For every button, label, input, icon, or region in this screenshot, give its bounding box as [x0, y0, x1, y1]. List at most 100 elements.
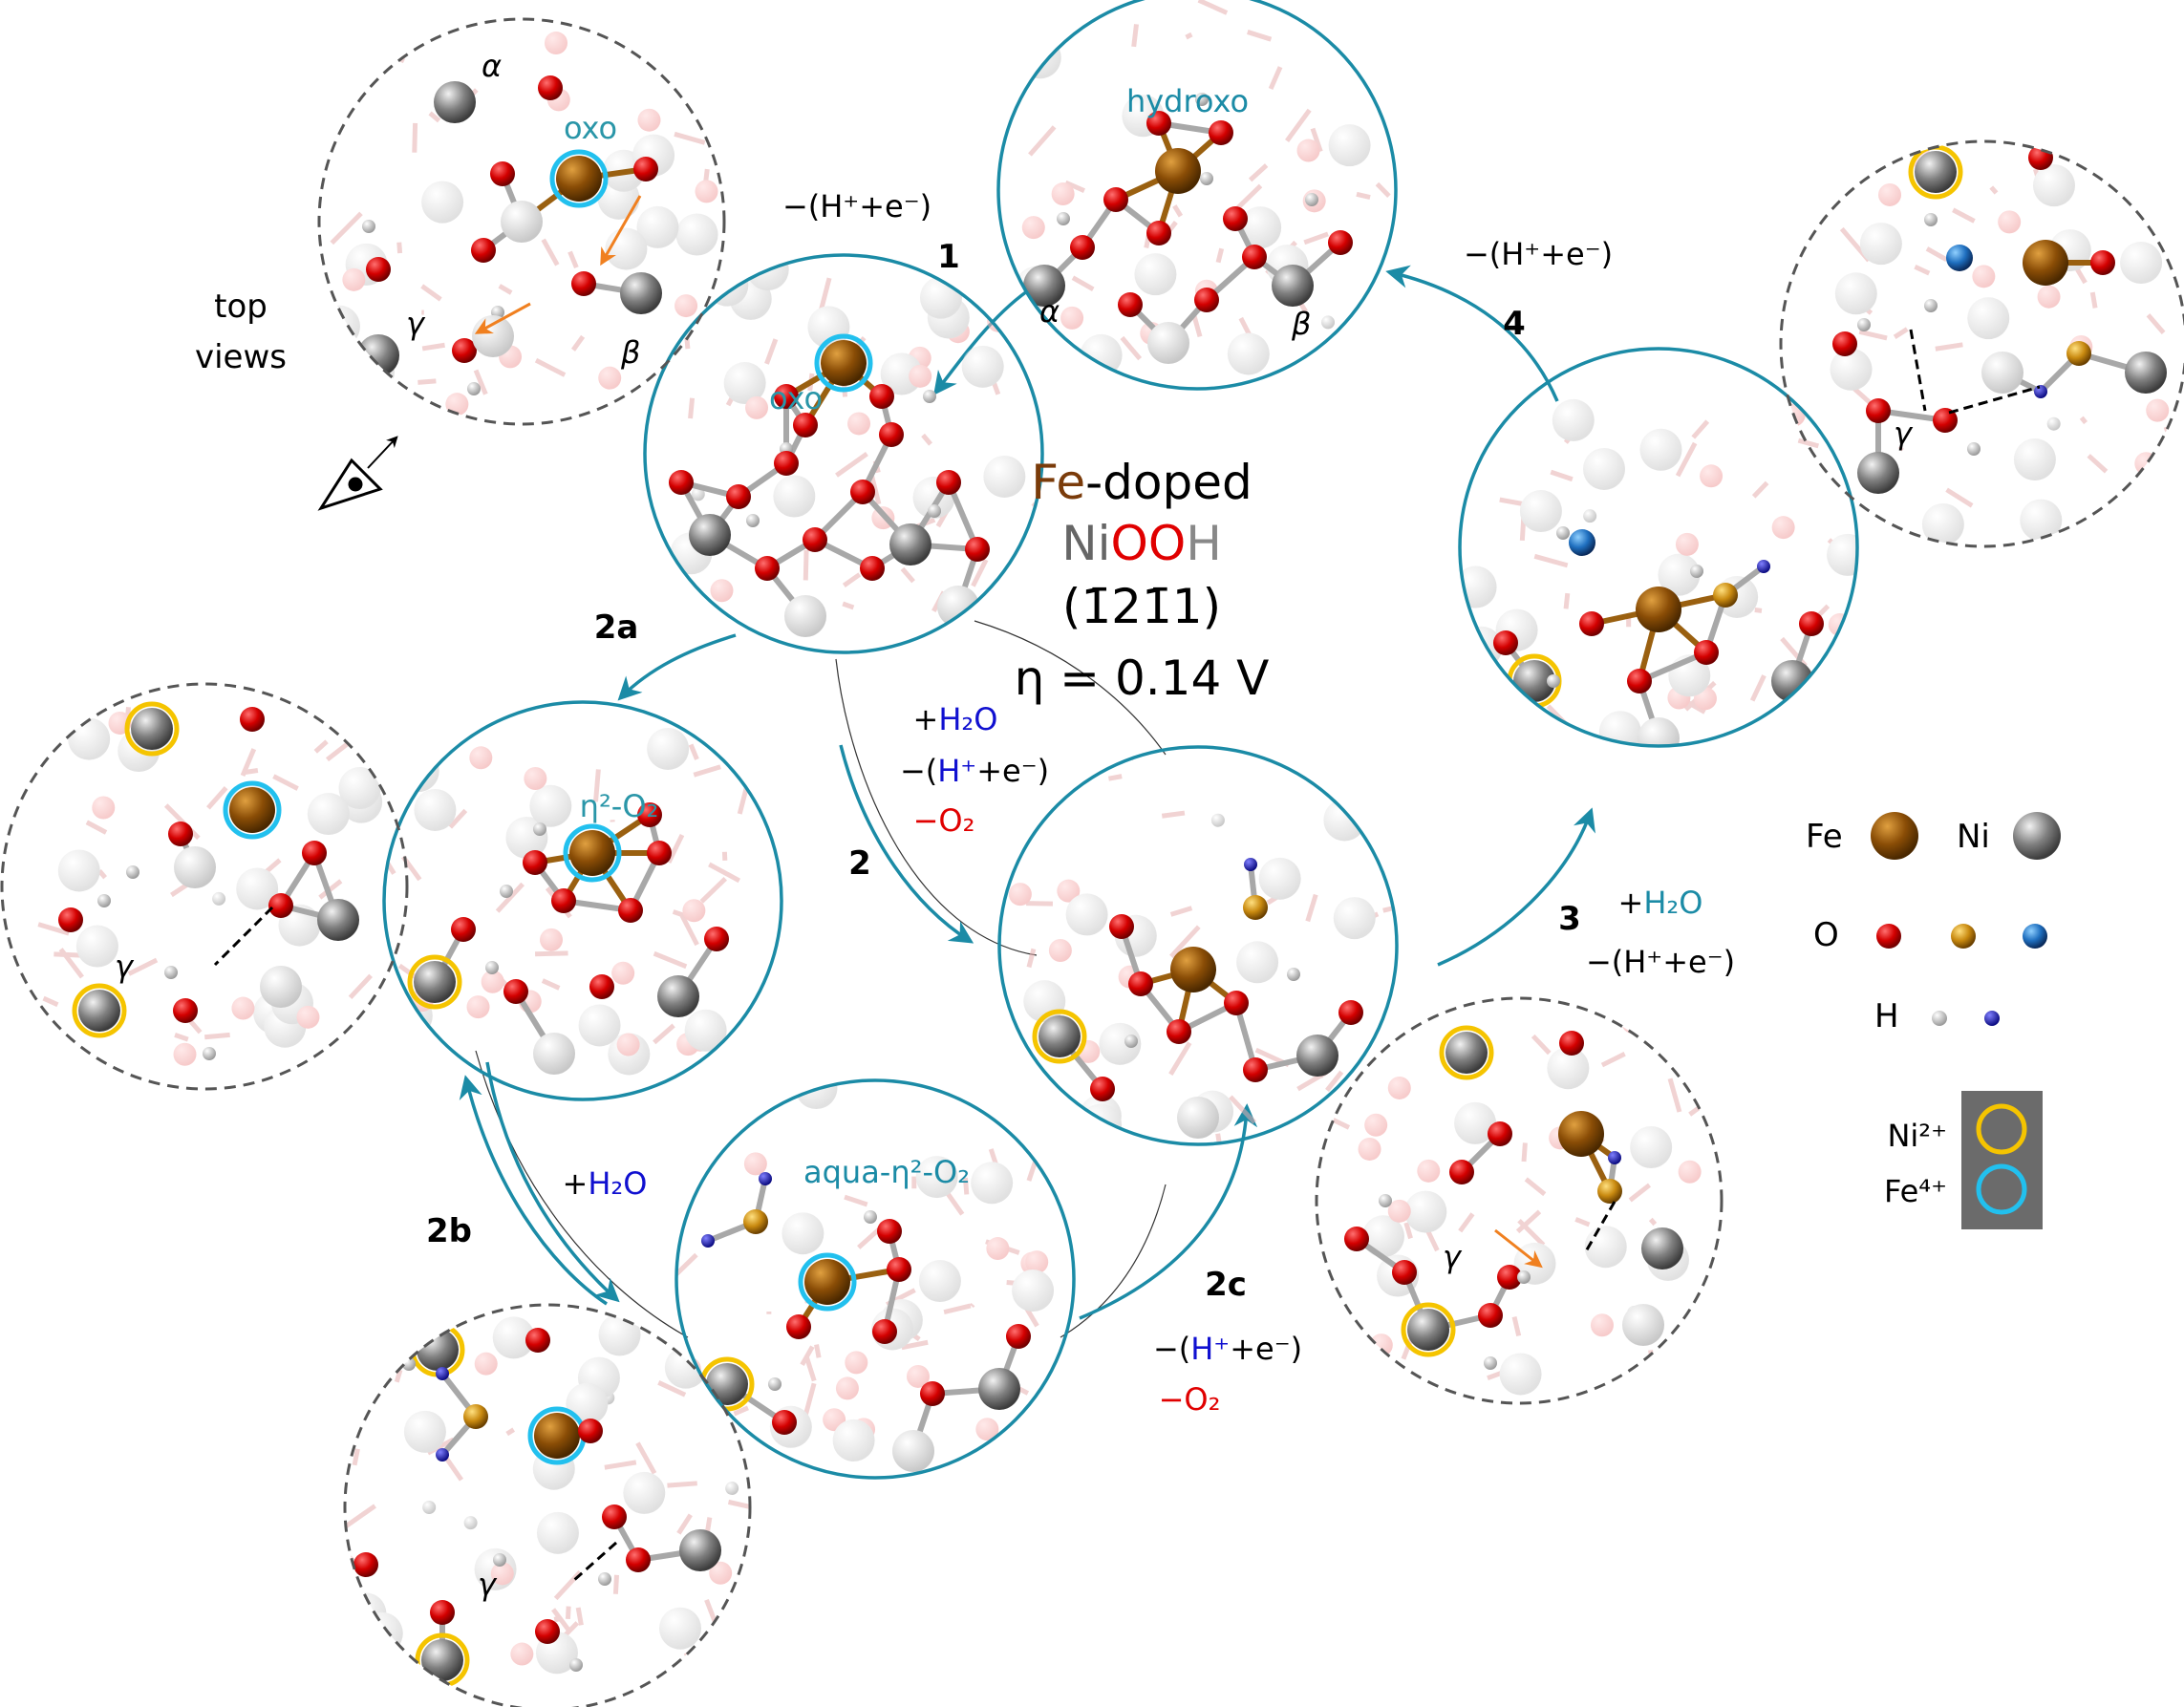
- bond-faded: [691, 1681, 725, 1707]
- bond-faded: [1945, 487, 1974, 508]
- step-2a: 2a: [594, 608, 639, 647]
- bond-faded: [728, 710, 746, 724]
- o-atom: [451, 917, 476, 942]
- center-title-line2: NiOOH: [1061, 516, 1222, 571]
- bond-faded: [688, 743, 699, 760]
- ni-atom-faded: [501, 201, 543, 243]
- bond-faded: [800, 1345, 815, 1366]
- bond-faded: [2087, 454, 2109, 474]
- ni-atom: [414, 961, 456, 1003]
- step-2: 2: [848, 844, 871, 883]
- o-atom-faded: [1369, 1334, 1393, 1357]
- ni-atom-faded: [1639, 428, 1682, 471]
- h-atom: [569, 1658, 583, 1672]
- bond-faded: [420, 284, 442, 302]
- fe-atom: [1558, 1111, 1604, 1157]
- bond-faded: [174, 1033, 189, 1042]
- o-atom: [1449, 1160, 1474, 1184]
- bond-faded: [1648, 1217, 1658, 1227]
- ni-atom-faded: [1320, 756, 1363, 799]
- o-atom: [1090, 1077, 1115, 1101]
- reaction-step-3-h2o: +H₂O: [1618, 885, 1703, 921]
- h-atom: [1857, 318, 1871, 331]
- bond-faded: [1383, 33, 1396, 55]
- bond-faded: [1375, 181, 1391, 199]
- bond-faded: [2089, 291, 2098, 309]
- ni-atom-faded: [1236, 941, 1279, 984]
- h-atom: [725, 1482, 739, 1496]
- ni-atom-faded: [34, 1045, 77, 1088]
- bond-faded: [325, 732, 361, 762]
- bond-faded: [803, 1355, 817, 1382]
- o-atom: [1128, 971, 1153, 996]
- bond-faded: [803, 1382, 817, 1417]
- o-atom: [1338, 1000, 1363, 1025]
- o-atom-faded: [1998, 210, 2022, 234]
- ni-atom-faded: [2020, 499, 2063, 542]
- bond-faded: [444, 1457, 464, 1482]
- o-atom: [452, 338, 477, 363]
- ni-atom-faded: [1685, 1343, 1722, 1386]
- ni-atom-faded: [68, 717, 111, 760]
- ni-atom-faded: [1454, 1101, 1497, 1144]
- o-atom: [1209, 120, 1233, 145]
- o-atom-faded: [1364, 1113, 1388, 1137]
- ni-atom: [620, 272, 662, 314]
- bond-faded: [835, 452, 868, 478]
- bond-faded: [1169, 906, 1193, 917]
- o-atom-faded: [1060, 306, 1084, 330]
- o-atom: [490, 161, 515, 186]
- bond-faded: [85, 820, 108, 835]
- bond-faded: [1517, 1218, 1546, 1248]
- o-atom-faded: [1700, 464, 1724, 488]
- top-view-eta2: [14, 684, 407, 1088]
- o-atom-brown: [1713, 583, 1738, 608]
- o-atom-faded: [1051, 182, 1075, 206]
- fe4-ring: [223, 780, 282, 840]
- site-beta-tl: β: [620, 334, 640, 371]
- bond-faded: [1675, 441, 1698, 478]
- bond-faded: [1016, 1099, 1024, 1118]
- h-atom: [746, 514, 760, 527]
- fe-atom: [229, 787, 275, 833]
- h-atom: [864, 1210, 877, 1224]
- bond-faded: [901, 1339, 929, 1351]
- h-atom: [691, 487, 705, 501]
- ni-atom: [1445, 1032, 1488, 1074]
- bond-faded: [318, 879, 343, 900]
- bond-faded: [921, 433, 932, 446]
- bond-faded: [570, 334, 586, 352]
- state-label-hydroxo: hydroxo: [1126, 83, 1249, 119]
- o-atom: [793, 413, 818, 437]
- h-atom: [1006, 813, 1020, 827]
- o-atom-faded: [1878, 182, 1902, 206]
- bond-faded: [1191, 314, 1203, 338]
- bond-faded: [635, 1441, 657, 1475]
- bond-faded: [328, 698, 356, 710]
- bond-faded: [1325, 1070, 1344, 1092]
- site-alpha-tl: α: [482, 48, 502, 84]
- bond-faded: [842, 601, 855, 610]
- ni-atom-faded: [1499, 1353, 1542, 1396]
- ni-atom-faded: [1547, 1047, 1590, 1090]
- ni-atom-faded: [1584, 1226, 1627, 1269]
- o-atom-faded: [1021, 216, 1045, 240]
- lattice-foreground: [1032, 858, 1363, 1139]
- o-atom-faded: [1387, 1199, 1411, 1223]
- h-atom: [1547, 674, 1560, 688]
- o-atom-faded: [695, 180, 718, 203]
- o-atom: [626, 1547, 651, 1572]
- h-atom-blue: [1244, 858, 1257, 871]
- o-atom: [1866, 398, 1891, 423]
- o-atom-brown: [1243, 895, 1268, 920]
- center-title-overpotential: η = 0.14 V: [1015, 651, 1270, 706]
- bond-faded: [394, 1369, 403, 1383]
- o-atom: [1109, 914, 1134, 939]
- o-atom-faded: [845, 1351, 868, 1375]
- ni-atom: [1915, 151, 1957, 193]
- o-atom: [2090, 250, 2115, 275]
- bond-faded: [1356, 191, 1371, 201]
- ni-atom-faded: [1658, 553, 1701, 596]
- lattice-background: [345, 1313, 750, 1707]
- ni-atom-faded: [1967, 297, 2010, 340]
